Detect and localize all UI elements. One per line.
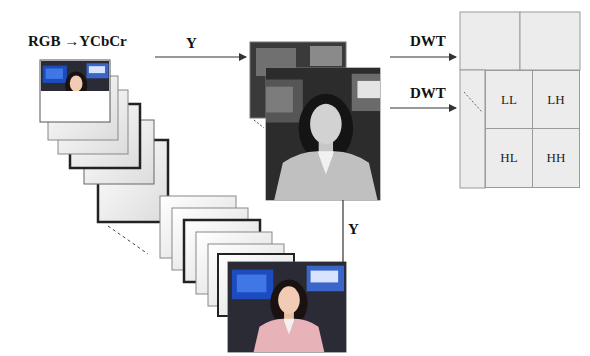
subband-grid <box>460 12 580 188</box>
frame-stack <box>40 60 168 254</box>
transform-label: DWT <box>410 34 446 49</box>
subband-label: LL <box>501 92 517 108</box>
arrow <box>390 107 456 108</box>
subband-box: LH <box>532 70 580 129</box>
color-conversion-label: RGB →YCbCr <box>28 34 127 49</box>
frame-stack <box>160 196 346 352</box>
channel-label: Y <box>348 222 359 237</box>
subband-label: HH <box>547 150 566 166</box>
subband-box: HH <box>532 128 580 188</box>
subband-label: LH <box>547 92 564 108</box>
subband-label: HL <box>500 150 517 166</box>
subband-box: HL <box>485 128 533 188</box>
arrow <box>155 56 246 57</box>
channel-label: Y <box>186 36 197 51</box>
link-line <box>342 200 343 262</box>
transform-label: DWT <box>410 86 446 101</box>
subband-box: LL <box>485 70 533 129</box>
arrow <box>390 56 456 57</box>
luma-frames <box>237 42 409 200</box>
